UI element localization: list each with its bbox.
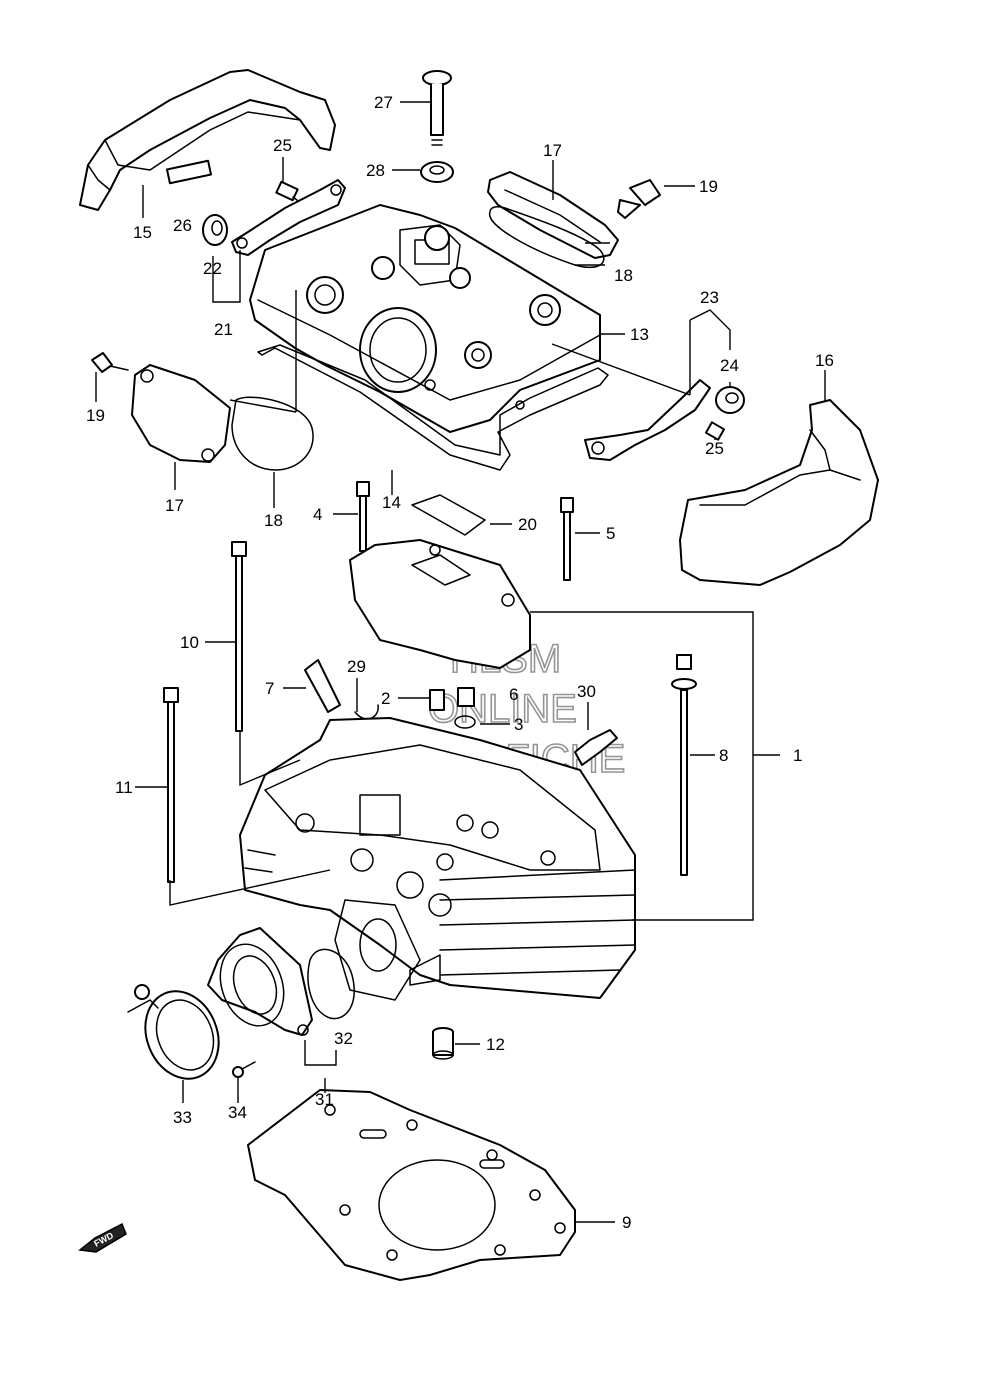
callout-33: 33: [173, 1108, 192, 1127]
part-27-bolt: [422, 70, 452, 146]
part-19-bolt-top: [617, 179, 661, 219]
callout-31: 31: [315, 1090, 334, 1109]
callout-2: 2: [381, 689, 390, 708]
callout-17: 17: [543, 141, 562, 160]
callout-28: 28: [366, 161, 385, 180]
part-4-bolt: [356, 481, 370, 552]
part-18-oring-top: [489, 206, 605, 269]
part-25-bolt-right: [704, 421, 726, 441]
callout-15: 15: [133, 223, 152, 242]
callout-19: 19: [86, 406, 105, 425]
part-23-bracket-right: [584, 379, 711, 461]
part-18-oring-left: [231, 396, 314, 471]
callout-24: 24: [720, 356, 739, 375]
callout-10: 10: [180, 633, 199, 652]
part-13-valve-cover: [249, 204, 601, 433]
part-34-screw: [232, 1061, 256, 1078]
callout-25: 25: [705, 439, 724, 458]
part-28-washer: [420, 161, 454, 183]
callout-32: 32: [334, 1029, 353, 1048]
callout-26: 26: [173, 216, 192, 235]
camshaft-holder: [349, 539, 531, 669]
callout-7: 7: [265, 679, 274, 698]
callout-13: 13: [630, 325, 649, 344]
part-5-bolt: [560, 497, 574, 581]
part-17-cap-left: [131, 364, 231, 463]
callout-6: 6: [509, 685, 518, 704]
callout-16: 16: [815, 351, 834, 370]
callout-12: 12: [486, 1035, 505, 1054]
part-3-oring: [454, 715, 476, 729]
callout-23: 23: [700, 288, 719, 307]
part-16-cover-right: [679, 399, 879, 586]
callout-21: 21: [214, 320, 233, 339]
watermark-line2: ONLINE: [428, 687, 577, 731]
part-12-dowel: [432, 1027, 454, 1060]
part-29-clip: [354, 704, 379, 720]
callout-14: 14: [382, 493, 401, 512]
callouts: 27 28 25 17 19 15 26 22 18 21 13 23 16 2…: [86, 93, 834, 1232]
part-30-spark-plug: [574, 729, 618, 766]
callout-4: 4: [313, 505, 322, 524]
part-19-bolt-left: [91, 352, 129, 373]
part-24-damper: [715, 386, 745, 414]
part-14-gasket: [257, 344, 609, 471]
callout-8: 8: [719, 746, 728, 765]
callout-29: 29: [347, 657, 366, 676]
part-17-cap-top: [487, 171, 619, 259]
callout-11: 11: [115, 778, 133, 797]
part-32-oring: [307, 948, 355, 1020]
callout-9: 9: [622, 1213, 631, 1232]
part-22-damper: [202, 214, 228, 246]
part-2-dowel: [429, 689, 445, 711]
part-8-stud-bolt: [671, 654, 697, 876]
callout-3: 3: [514, 715, 523, 734]
callout-18: 18: [614, 266, 633, 285]
callout-17: 17: [165, 496, 184, 515]
part-7-stud: [304, 659, 341, 713]
part-26-clip: [166, 159, 212, 185]
part-9-head-gasket: [247, 1089, 576, 1281]
part-21-bracket: [231, 179, 346, 256]
callout-34: 34: [228, 1103, 247, 1122]
part-1-cylinder-head: [239, 717, 636, 1001]
callout-19: 19: [699, 177, 718, 196]
part-33-clamp: [127, 984, 220, 1080]
callout-30: 30: [577, 682, 596, 701]
callout-22: 22: [203, 259, 222, 278]
callout-1: 1: [793, 746, 802, 765]
part-31-intake-pipe: [207, 927, 313, 1036]
part-11-stud-bolt: [163, 687, 179, 883]
callout-27: 27: [374, 93, 393, 112]
callout-25: 25: [273, 136, 292, 155]
part-20-gasket: [411, 494, 486, 536]
leader-lines: [95, 101, 826, 1223]
fwd-arrow-icon: FWD: [78, 1222, 127, 1253]
part-10-stud-bolt: [231, 541, 247, 732]
callout-5: 5: [606, 524, 615, 543]
callout-20: 20: [518, 515, 537, 534]
part-6-pin: [457, 687, 475, 707]
part-15-cover-left: [79, 69, 336, 211]
callout-18: 18: [264, 511, 283, 530]
